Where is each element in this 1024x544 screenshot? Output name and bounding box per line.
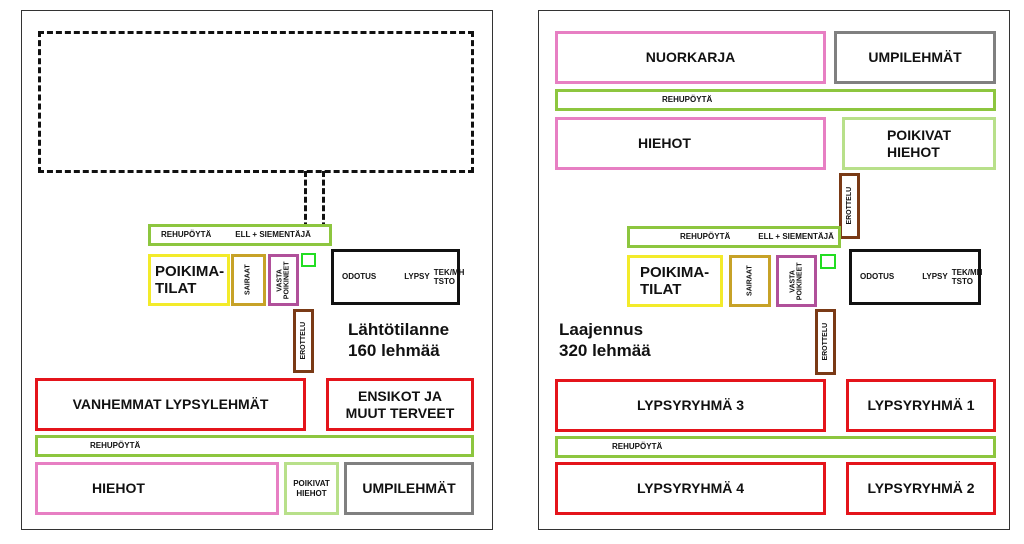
right-feed-table-bottom: REHUPÖYTÄ (555, 436, 996, 458)
right-calving-heifers-pen: POIKIVAT HIEHOT (842, 117, 996, 170)
right-calving-pens: POIKIMA- TILAT (627, 255, 723, 307)
right-milking-group-4-pen: LYPSYRYHMÄ 4 (555, 462, 826, 515)
right-separation-pen-bottom: EROTTELU (815, 309, 836, 375)
right-milking-group-1-pen: LYPSYRYHMÄ 1 (846, 379, 996, 432)
right-ell-siementaja-label: ELL + SIEMENTÄJÄ (758, 232, 834, 242)
right-milking-center: ODOTUS LYPSY TEK/MH TSTO (849, 249, 983, 305)
right-feed-table-top: REHUPÖYTÄ (555, 89, 996, 111)
left-sick-label: SAIRAAT (244, 264, 252, 296)
left-separation-pen: EROTTELU (293, 309, 314, 373)
right-feed-table-mid-label: REHUPÖYTÄ (680, 232, 731, 242)
right-milking-group-2-pen: LYPSYRYHMÄ 2 (846, 462, 996, 515)
right-separation-bottom-label: EROTTELU (821, 323, 829, 361)
left-first-calvers-pen: ENSIKOT JA MUUT TERVEET (326, 378, 474, 431)
left-dry-cows-label: UMPILEHMÄT (362, 480, 456, 497)
right-sick-label: SAIRAAT (746, 265, 754, 297)
connector-line-1 (304, 171, 307, 237)
left-calving-heifers-pen: POIKIVAT HIEHOT (284, 462, 339, 515)
right-dry-cows-pen: UMPILEHMÄT (834, 31, 996, 84)
right-fresh-label: VASTA POIKINEET (789, 262, 804, 300)
right-group2-label: LYPSYRYHMÄ 2 (867, 480, 975, 497)
right-calving-label: POIKIMA- TILAT (640, 263, 710, 298)
left-office-label: TEK/MH TSTO (433, 267, 465, 286)
right-office-label: TEK/MH TSTO (951, 267, 983, 286)
right-status-label: Laajennus 320 lehmää (559, 320, 651, 361)
left-small-green-marker (301, 253, 316, 267)
left-separation-label: EROTTELU (299, 322, 307, 360)
right-separation-top-label: EROTTELU (845, 187, 853, 225)
left-feed-table-bottom-label: REHUPÖYTÄ (90, 441, 141, 451)
right-dry-cows-label: UMPILEHMÄT (868, 49, 962, 66)
future-expansion-area (38, 31, 474, 173)
right-separation-pen-top: EROTTELU (839, 173, 860, 239)
right-heifers-label: HIEHOT (638, 135, 691, 152)
right-waiting-label: ODOTUS (860, 272, 895, 282)
right-young-stock-pen: NUORKARJA (555, 31, 826, 84)
right-feed-table-mid: REHUPÖYTÄ ELL + SIEMENTÄJÄ (627, 226, 841, 248)
left-older-cows-label: VANHEMMAT LYPSYLEHMÄT (72, 396, 269, 413)
left-heifers-pen: HIEHOT (35, 462, 279, 515)
left-feed-table-top-label: REHUPÖYTÄ (161, 230, 212, 240)
right-panel-expansion-layout: NUORKARJA UMPILEHMÄT REHUPÖYTÄ HIEHOT PO… (538, 10, 1010, 530)
right-group4-label: LYPSYRYHMÄ 4 (636, 480, 745, 497)
left-first-calvers-label: ENSIKOT JA MUUT TERVEET (345, 388, 455, 421)
left-heifers-label: HIEHOT (92, 480, 145, 497)
right-group1-label: LYPSYRYHMÄ 1 (867, 397, 975, 414)
right-young-stock-label: NUORKARJA (645, 49, 736, 66)
right-feed-table-top-label: REHUPÖYTÄ (662, 95, 713, 105)
right-sick-pen: SAIRAAT (729, 255, 771, 307)
right-small-green-marker (820, 254, 836, 269)
left-sick-pen: SAIRAAT (231, 254, 266, 306)
right-calving-heifers-label: POIKIVAT HIEHOT (886, 127, 952, 160)
left-fresh-cows-pen: VASTA POIKINEET (268, 254, 299, 306)
connector-line-2 (322, 171, 325, 237)
left-milking-center: ODOTUS LYPSY TEK/MH TSTO (331, 249, 464, 305)
left-ell-siementaja-label: ELL + SIEMENTÄJÄ (235, 230, 311, 240)
right-heifers-pen: HIEHOT (555, 117, 826, 170)
left-fresh-label: VASTA POIKINEET (276, 261, 291, 299)
left-feed-table-top: REHUPÖYTÄ ELL + SIEMENTÄJÄ (148, 224, 332, 246)
right-group3-label: LYPSYRYHMÄ 3 (636, 397, 745, 414)
left-status-label: Lähtötilanne 160 lehmää (348, 320, 450, 361)
left-calving-heifers-label: POIKIVAT HIEHOT (293, 479, 330, 498)
left-dry-cows-pen: UMPILEHMÄT (344, 462, 474, 515)
right-milking-label: LYPSY (922, 272, 948, 282)
left-panel-initial-layout: REHUPÖYTÄ ELL + SIEMENTÄJÄ POIKIMA- TILA… (21, 10, 493, 530)
left-calving-pens: POIKIMA- TILAT (148, 254, 230, 306)
left-waiting-label: ODOTUS (342, 272, 377, 282)
right-fresh-cows-pen: VASTA POIKINEET (776, 255, 817, 307)
right-feed-table-bottom-label: REHUPÖYTÄ (612, 442, 663, 452)
right-milking-group-3-pen: LYPSYRYHMÄ 3 (555, 379, 826, 432)
left-milking-label: LYPSY (404, 272, 430, 282)
left-calving-label: POIKIMA- TILAT (155, 262, 225, 297)
left-older-cows-pen: VANHEMMAT LYPSYLEHMÄT (35, 378, 306, 431)
left-feed-table-bottom: REHUPÖYTÄ (35, 435, 474, 457)
